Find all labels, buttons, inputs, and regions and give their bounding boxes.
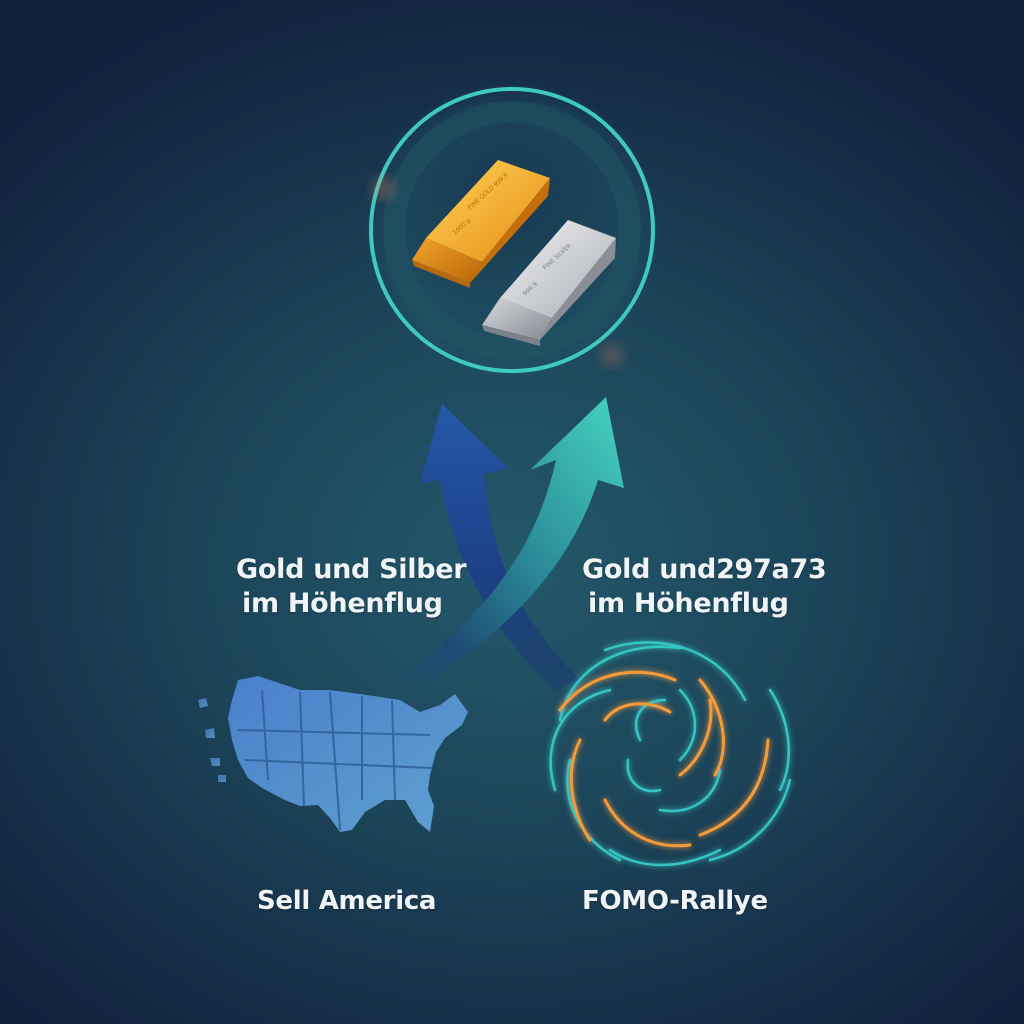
usa-map-icon: [198, 676, 468, 832]
gold-bar-icon: FINE GOLD 999.9 1000 g: [412, 160, 550, 288]
crossing-arrows: [395, 397, 624, 690]
swirl-vortex-icon: [549, 641, 792, 867]
precious-metals-badge: FINE GOLD 999.9 1000 g FINE SILVER 999.9: [362, 80, 662, 380]
fomo-rallye-label: FOMO-Rallye: [582, 886, 768, 916]
sell-america-label: Sell America: [257, 886, 437, 916]
right-caption-line1: Gold und297a73: [582, 554, 827, 585]
left-caption: Gold und Silber im Höhenflug: [236, 553, 467, 621]
right-caption-line2: im Höhenflug: [588, 588, 789, 619]
right-caption: Gold und297a73 im Höhenflug: [582, 553, 827, 621]
teal-arrow-icon: [395, 397, 624, 690]
left-caption-line2: im Höhenflug: [242, 588, 443, 619]
left-caption-line1: Gold und Silber: [236, 554, 467, 585]
silver-bar-icon: FINE SILVER 999.9: [482, 220, 616, 346]
blue-arrow-icon: [420, 404, 580, 690]
